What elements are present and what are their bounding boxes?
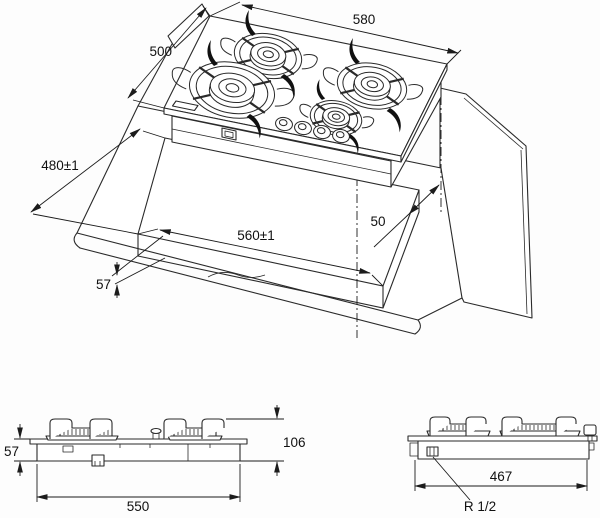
dim-cutout-width: 560±1: [137, 228, 384, 287]
dim-front-overall-height: 106: [226, 405, 306, 476]
dim-label-front-width: 550: [127, 499, 150, 514]
dim-side-gap: 50: [370, 184, 440, 248]
callout-gas-thread: R 1/2: [432, 456, 496, 514]
dim-label-panel-thickness: 57: [96, 277, 111, 292]
front-gas-valve: [91, 454, 105, 467]
dim-label-front-body-height: 57: [4, 444, 19, 459]
side-burner-right: [499, 416, 581, 437]
dim-label-hob-depth: 500: [149, 44, 172, 59]
dim-label-cutout-depth: 480±1: [41, 158, 78, 173]
dim-label-inlet-offset: 467: [490, 469, 513, 484]
dim-cutout-depth: 480±1: [30, 128, 166, 235]
spark-igniter: [150, 427, 162, 439]
front-hob-profile: [29, 438, 248, 467]
front-elevation-view: 57 550 106: [4, 405, 306, 514]
side-knob: [583, 424, 597, 441]
side-hob-profile: [407, 424, 598, 460]
side-burner-left: [426, 416, 491, 437]
dim-side-inlet-offset: 467: [414, 460, 588, 491]
dim-label-hob-width: 580: [353, 12, 376, 27]
label-gas-thread: R 1/2: [464, 499, 496, 514]
dim-label-cutout-width: 560±1: [237, 228, 274, 243]
brand-badge: [171, 100, 199, 112]
dim-hob-depth: 500: [127, 5, 211, 109]
dim-panel-thickness: 57: [96, 235, 166, 298]
gas-inlet-fitting: [426, 446, 439, 457]
dim-front-body-height: 57: [4, 424, 37, 476]
dim-hob-width: 580: [209, 1, 462, 65]
dim-label-front-overall-height: 106: [283, 435, 306, 450]
dim-label-side-gap: 50: [370, 214, 385, 229]
front-burner-right: [150, 418, 225, 441]
isometric-view: 580 500 480±1 560±1 50: [30, 1, 533, 338]
dim-front-width: 550: [36, 464, 241, 514]
front-burner-left: [45, 418, 119, 441]
side-elevation-view: 467 R 1/2: [407, 416, 598, 514]
